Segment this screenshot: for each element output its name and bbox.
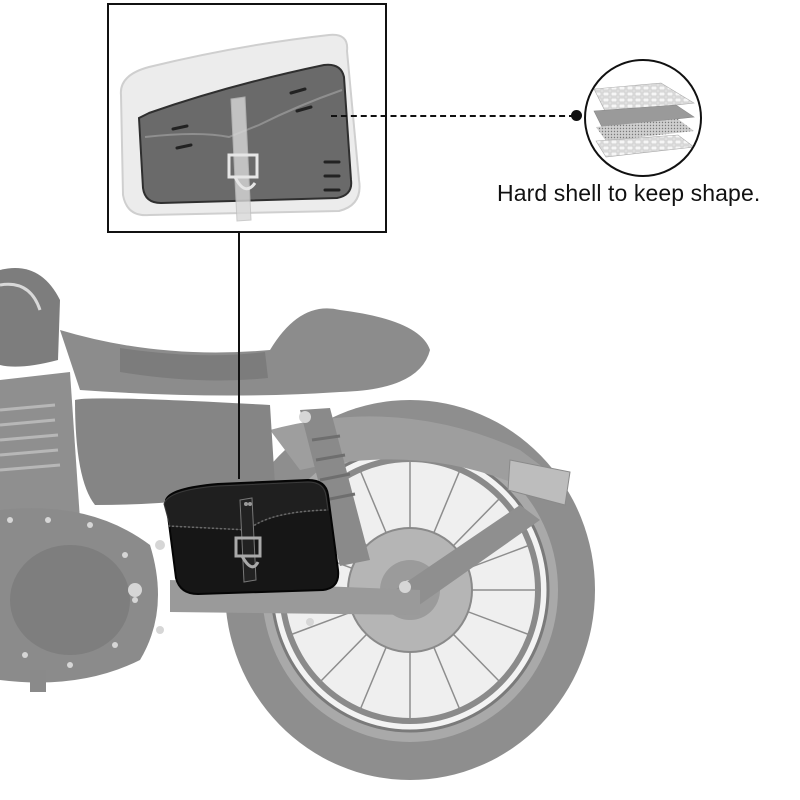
saddle-bag-product — [163, 478, 340, 596]
feature-caption: Hard shell to keep shape. — [497, 180, 761, 206]
leader-line-vertical — [238, 231, 240, 479]
material-layers-circle — [584, 59, 702, 177]
shell-insert-illustration — [119, 33, 361, 222]
leader-dot — [571, 110, 582, 121]
leader-line-dashed — [331, 115, 575, 117]
shell-layers-icon — [593, 82, 695, 158]
callout-inset-box — [107, 3, 387, 233]
